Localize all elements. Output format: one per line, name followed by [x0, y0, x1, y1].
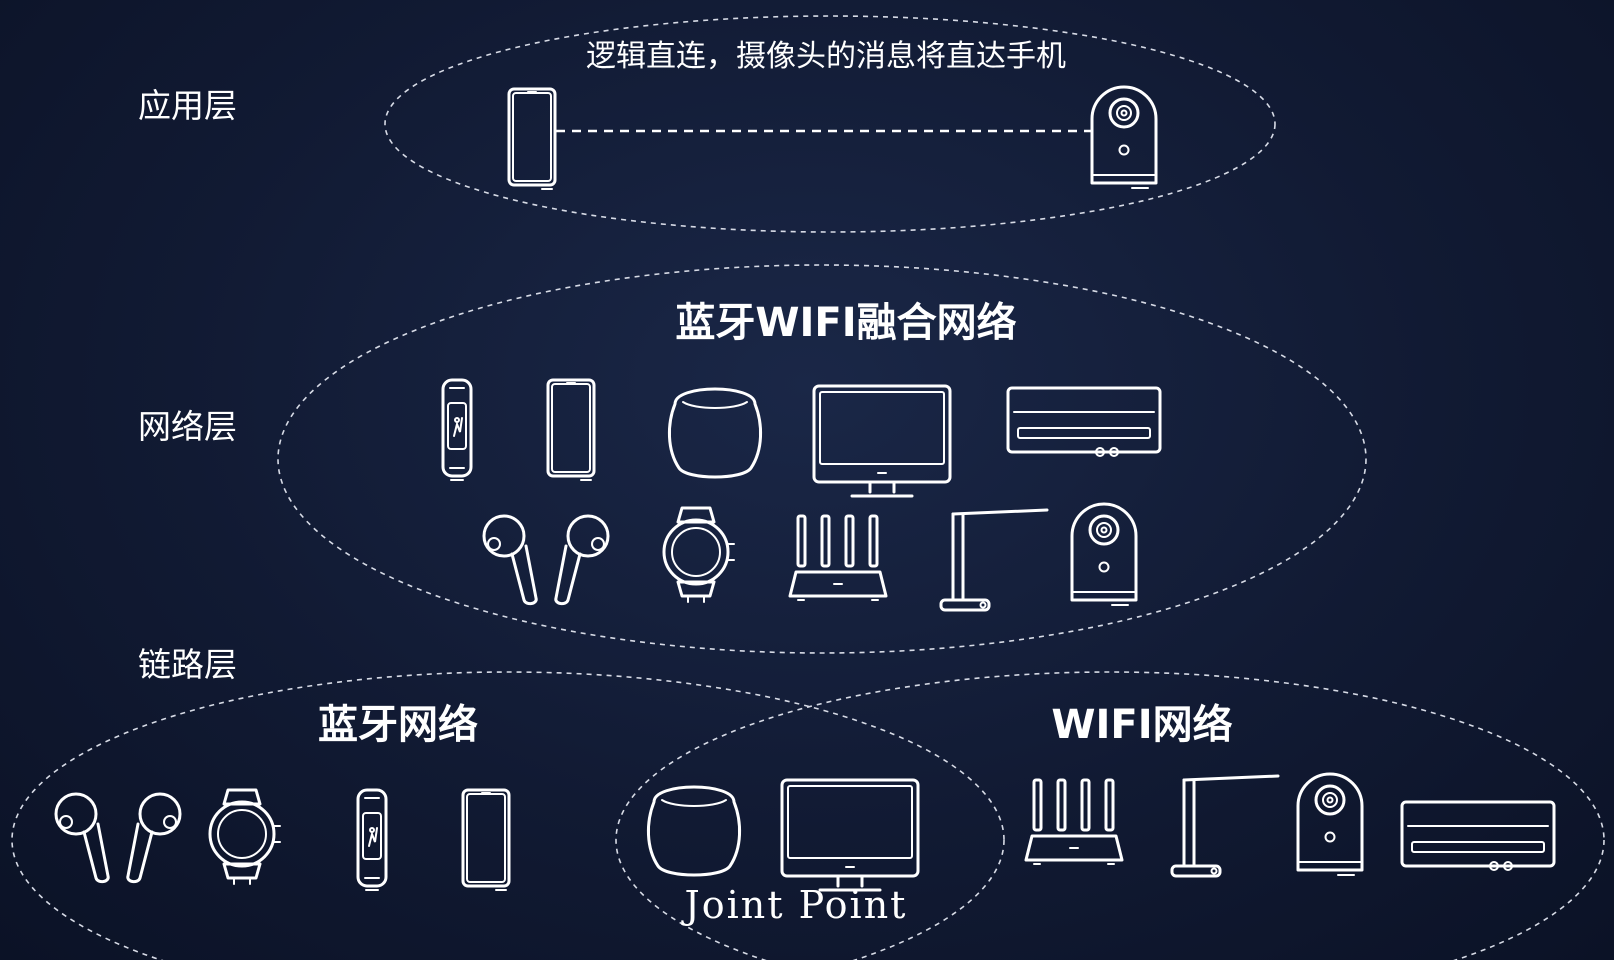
bt-phone-icon	[461, 788, 511, 892]
net-ac-icon	[1006, 386, 1162, 458]
wifi-lamp-icon	[1170, 774, 1280, 878]
network-layer-title: 蓝牙WIFI融合网络	[675, 300, 1016, 346]
wifi-network-title: WIFI网络	[1051, 702, 1232, 748]
application-layer-ellipse	[384, 15, 1276, 233]
joint-point-label: Joint Point	[681, 883, 908, 927]
joint-monitor-icon	[780, 778, 920, 892]
net-lamp-icon	[939, 508, 1049, 612]
layer-label-network: 网络层	[138, 407, 237, 446]
net-earbuds-icon	[482, 514, 610, 606]
bt-band-icon	[356, 788, 388, 892]
net-speaker-icon	[667, 387, 763, 479]
network-layer-ellipse	[277, 264, 1367, 654]
bt-earbuds-icon	[54, 792, 182, 884]
net-router-icon	[788, 514, 888, 602]
wifi-router-icon	[1024, 778, 1124, 866]
wifi-ac-icon	[1400, 800, 1556, 872]
bluetooth-network-ellipse	[11, 671, 1005, 960]
layer-label-application: 应用层	[138, 86, 237, 125]
application-layer-caption: 逻辑直连，摄像头的消息将直达手机	[586, 39, 1066, 74]
net-phone-icon	[546, 378, 596, 482]
net-band-icon	[441, 378, 473, 482]
net-monitor-icon	[812, 384, 952, 498]
net-watch-icon	[662, 506, 736, 604]
net-camera-icon	[1070, 502, 1138, 607]
app-phone-icon	[507, 87, 557, 191]
bt-watch-icon	[208, 788, 282, 886]
layer-label-link: 链路层	[138, 645, 237, 684]
bluetooth-network-title: 蓝牙网络	[318, 702, 478, 748]
wifi-network-ellipse	[615, 671, 1605, 960]
wifi-camera-icon	[1296, 772, 1364, 877]
joint-speaker-icon	[646, 785, 742, 877]
app-camera-icon	[1090, 85, 1158, 190]
